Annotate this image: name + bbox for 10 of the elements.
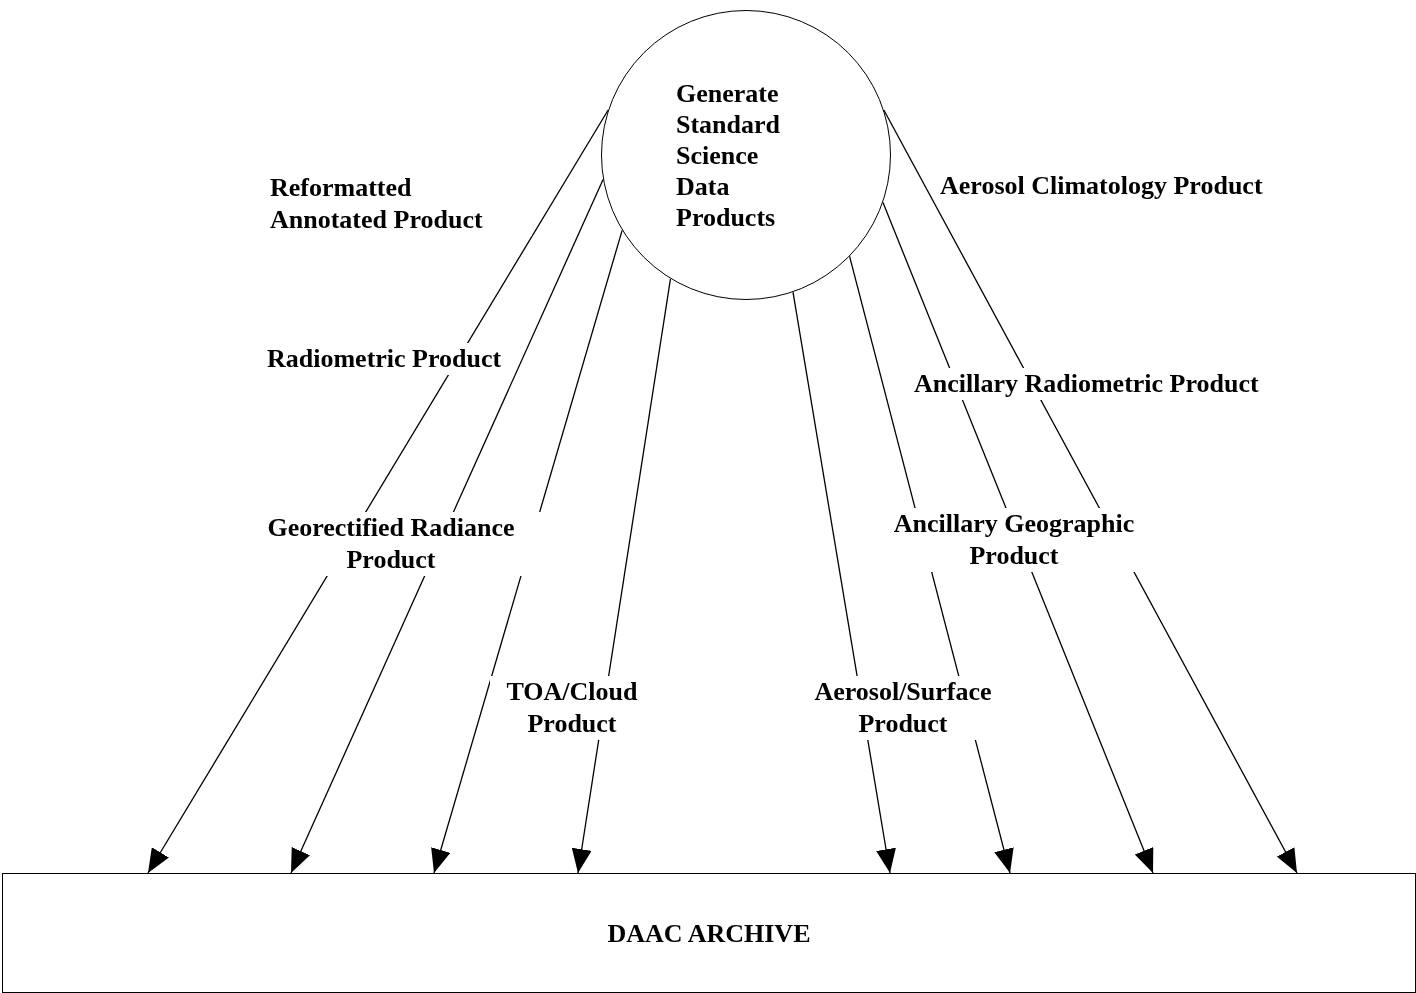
node-label: DAAC ARCHIVE xyxy=(607,917,811,949)
data-store-box xyxy=(2,873,1416,993)
node-label: Generate Standard Science Data Products xyxy=(676,77,782,233)
arrow xyxy=(431,229,623,874)
edge-label: Ancillary Radiometric Product xyxy=(914,368,1259,400)
arrow xyxy=(792,291,896,874)
edge-label: Radiometric Product xyxy=(267,343,502,375)
arrow xyxy=(290,178,604,874)
arrow xyxy=(147,109,609,874)
arrow xyxy=(571,278,672,874)
